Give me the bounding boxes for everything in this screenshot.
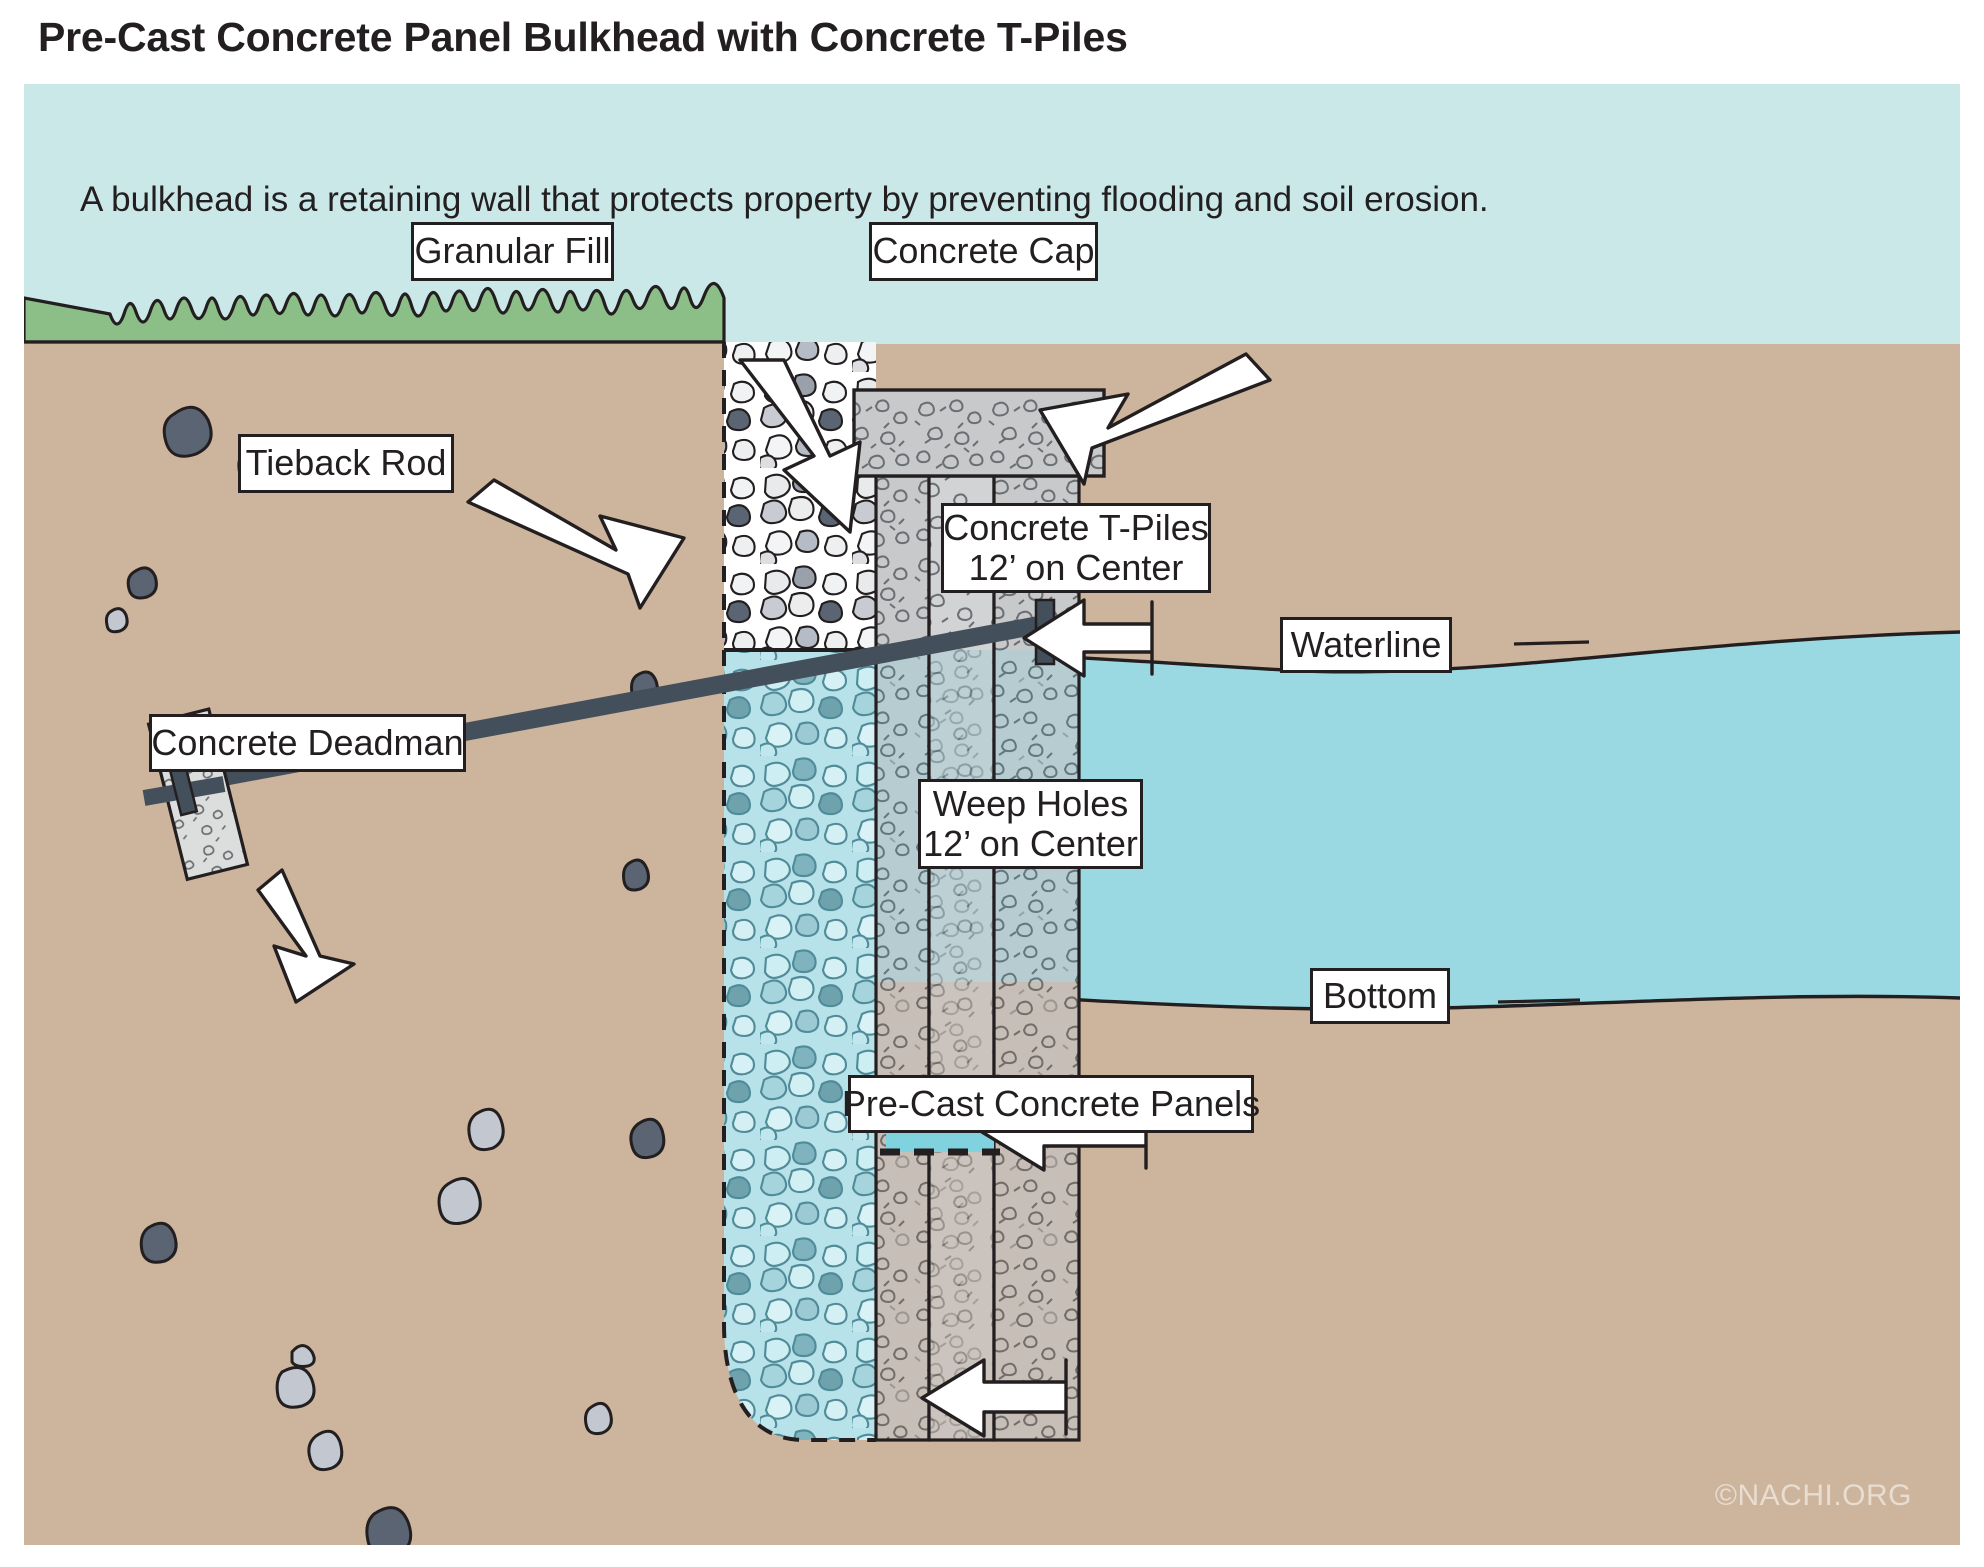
label-weep-holes-line1: Weep Holes [932, 782, 1129, 824]
label-granular-fill-text: Granular Fill [414, 230, 611, 272]
arrow-tieback-rod [466, 478, 686, 610]
label-precast-panels[interactable]: Pre-Cast Concrete Panels [842, 1075, 1260, 1133]
label-waterline[interactable]: Waterline [1280, 617, 1452, 673]
label-concrete-tpiles-line2: 12’ on Center [968, 547, 1184, 588]
label-concrete-tpiles-line1: Concrete T-Piles [943, 506, 1209, 548]
label-concrete-deadman[interactable]: Concrete Deadman [149, 714, 466, 772]
label-precast-panels-text: Pre-Cast Concrete Panels [841, 1082, 1261, 1124]
label-concrete-cap-text: Concrete Cap [872, 230, 1095, 272]
granular-fill-dry [724, 342, 876, 650]
label-bottom-text: Bottom [1322, 974, 1438, 1016]
label-tieback-rod-text: Tieback Rod [245, 442, 447, 484]
arrow-concrete-cap [1038, 352, 1272, 486]
watermark: ©NACHI.ORG [1714, 1479, 1912, 1512]
label-bottom[interactable]: Bottom [1310, 968, 1450, 1024]
label-concrete-deadman-text: Concrete Deadman [151, 721, 464, 763]
label-concrete-tpiles[interactable]: Concrete T-Piles 12’ on Center [941, 503, 1211, 593]
page-title: Pre-Cast Concrete Panel Bulkhead with Co… [38, 14, 1128, 60]
arrow-concrete-deadman [256, 868, 356, 1004]
label-weep-holes[interactable]: Weep Holes 12’ on Center [918, 779, 1143, 869]
arrow-concrete-tpiles [1022, 598, 1154, 678]
leader-lines [1497, 640, 1590, 1004]
label-tieback-rod[interactable]: Tieback Rod [238, 434, 454, 493]
leader-waterline [1513, 640, 1590, 646]
label-waterline-text: Waterline [1290, 623, 1442, 665]
grass-layer [24, 281, 726, 344]
granular-fill-wet [724, 650, 876, 1440]
leader-bottom [1497, 998, 1581, 1004]
arrow-precast-panels [920, 1358, 1068, 1438]
label-weep-holes-line2: 12’ on Center [923, 823, 1138, 864]
arrow-granular-fill [738, 358, 862, 534]
label-granular-fill[interactable]: Granular Fill [411, 222, 614, 281]
label-concrete-cap[interactable]: Concrete Cap [869, 222, 1098, 281]
subtitle-text: A bulkhead is a retaining wall that prot… [80, 180, 1489, 219]
callout-arrows [256, 352, 1272, 1438]
excavation-edge [722, 342, 876, 1442]
